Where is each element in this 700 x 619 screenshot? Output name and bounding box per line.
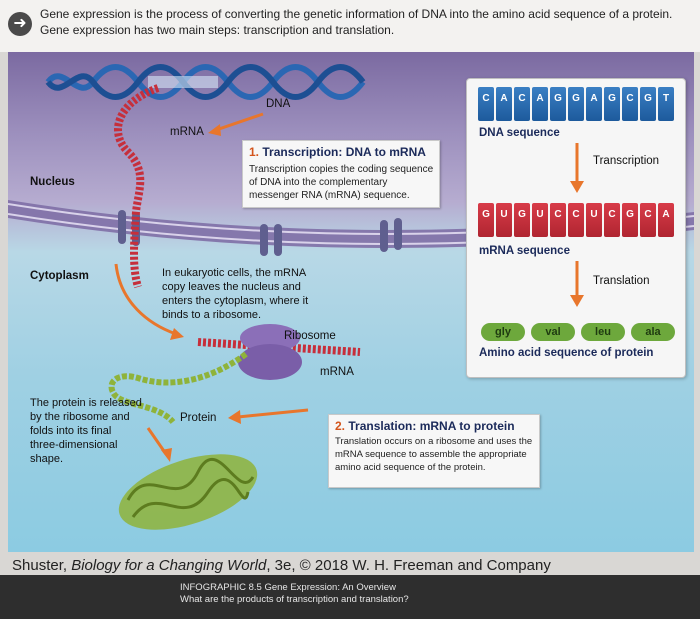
mrna-base-letter: U	[590, 209, 598, 220]
caption-bar: INFOGRAPHIC 8.5 Gene Expression: An Over…	[0, 575, 700, 619]
dna-base: A	[496, 87, 512, 121]
dna-base: T	[658, 87, 674, 121]
dna-base: A	[586, 87, 602, 121]
mrna-base-letter: C	[572, 209, 580, 220]
intro-header: ➜ Gene expression is the process of conv…	[0, 0, 700, 52]
dna-label: DNA	[266, 98, 291, 110]
mrna-base-letter: G	[482, 209, 490, 220]
arrow-right-icon: ➜	[8, 12, 32, 36]
step2-description: Translation occurs on a ribosome and use…	[335, 436, 533, 473]
arrow-to-ribosome	[114, 263, 177, 336]
eukaryotic-note: In eukaryotic cells, the mRNA copy leave…	[162, 267, 309, 321]
mrna-base-letter: C	[554, 209, 562, 220]
step1-title: Transcription: DNA to mRNA	[262, 145, 426, 159]
dna-base-letter: A	[500, 93, 508, 104]
citation-book-title: Biology for a Changing World	[71, 557, 267, 574]
ribosome	[238, 324, 302, 380]
dna-base: C	[514, 87, 530, 121]
dna-base-letter: G	[554, 93, 562, 104]
mrna-base-letter: U	[500, 209, 508, 220]
translation-label: Translation	[593, 275, 650, 287]
polypeptide-chain	[108, 351, 248, 425]
folded-protein	[118, 454, 258, 530]
transcription-label: Transcription	[593, 155, 660, 167]
mrna-base-letter: C	[608, 209, 616, 220]
citation: Shuster, Biology for a Changing World, 3…	[12, 557, 551, 574]
dna-base: A	[532, 87, 548, 121]
mrna-base: U	[586, 203, 602, 237]
dna-base-letter: A	[590, 93, 598, 104]
nucleus-label: Nucleus	[30, 176, 75, 188]
cytoplasm-label: Cytoplasm	[30, 270, 89, 282]
dna-base-letter: G	[572, 93, 580, 104]
mrna-base: G	[514, 203, 530, 237]
mrna-base-letter: U	[536, 209, 544, 220]
translation-box: 2. Translation: mRNA to protein Translat…	[328, 414, 540, 488]
dna-base: C	[478, 87, 494, 121]
dna-base: G	[568, 87, 584, 121]
mrna-base-letter: C	[644, 209, 652, 220]
protein-fold-note: The protein is released by the ribosome …	[30, 397, 142, 465]
arrow-to-protein-label	[237, 408, 309, 419]
nuclear-pore	[260, 224, 282, 256]
mrna-base: U	[496, 203, 512, 237]
arrow-to-mrna	[215, 112, 264, 132]
dna-base: G	[640, 87, 656, 121]
amino-acid: gly	[481, 323, 525, 341]
step1-number: 1.	[249, 145, 260, 159]
amino-acid: leu	[581, 323, 625, 341]
mrna-strand-nucleus	[114, 84, 160, 289]
mrna-base: C	[604, 203, 620, 237]
nuclear-pore	[380, 218, 402, 252]
mrna-base: G	[622, 203, 638, 237]
dna-helix	[45, 64, 366, 100]
caption-question: What are the products of transcription a…	[180, 594, 409, 605]
caption-title: INFOGRAPHIC 8.5 Gene Expression: An Over…	[180, 582, 396, 593]
dna-base: C	[622, 87, 638, 121]
mrna-base-letter: G	[518, 209, 526, 220]
mrna-base: A	[658, 203, 674, 237]
mrna-base: G	[478, 203, 494, 237]
dna-base-letter: A	[536, 93, 544, 104]
mrna-sequence-label: mRNA sequence	[479, 245, 570, 257]
diagram-panel: Nucleus Cytoplasm DNA mRNA Ribosome mRNA…	[8, 52, 694, 552]
dna-base: G	[550, 87, 566, 121]
dna-base-letter: G	[608, 93, 616, 104]
transcription-box: 1. Transcription: DNA to mRNA Transcript…	[242, 140, 440, 208]
mrna-label-bottom: mRNA	[320, 366, 354, 378]
citation-after: , 3e, © 2018 W. H. Freeman and Company	[266, 557, 551, 574]
mrna-label-top: mRNA	[170, 126, 204, 138]
citation-before: Shuster,	[12, 557, 72, 574]
mrna-base-letter: G	[626, 209, 634, 220]
mrna-base: C	[550, 203, 566, 237]
mrna-base: U	[532, 203, 548, 237]
dna-base-letter: T	[662, 93, 670, 104]
protein-label: Protein	[180, 412, 217, 424]
dna-base: G	[604, 87, 620, 121]
mrna-base-letter: A	[662, 209, 670, 220]
step2-title: Translation: mRNA to protein	[348, 419, 515, 433]
step2-number: 2.	[335, 419, 346, 433]
mrna-base: C	[640, 203, 656, 237]
dna-sequence-label: DNA sequence	[479, 127, 560, 139]
step1-description: Transcription copies the coding sequence…	[249, 164, 434, 201]
intro-text: Gene expression is the process of conver…	[40, 7, 673, 37]
down-arrow-icon	[570, 261, 584, 307]
dna-base-letter: G	[644, 93, 652, 104]
amino-acid: ala	[631, 323, 675, 341]
dna-base-letter: C	[482, 93, 490, 104]
amino-acid: val	[531, 323, 575, 341]
dna-base-letter: C	[518, 93, 526, 104]
ribosome-label: Ribosome	[284, 330, 336, 342]
down-arrow-icon	[570, 143, 584, 193]
amino-acid-label: Amino acid sequence of protein	[479, 347, 654, 359]
dna-base-letter: C	[626, 93, 634, 104]
mrna-base: C	[568, 203, 584, 237]
